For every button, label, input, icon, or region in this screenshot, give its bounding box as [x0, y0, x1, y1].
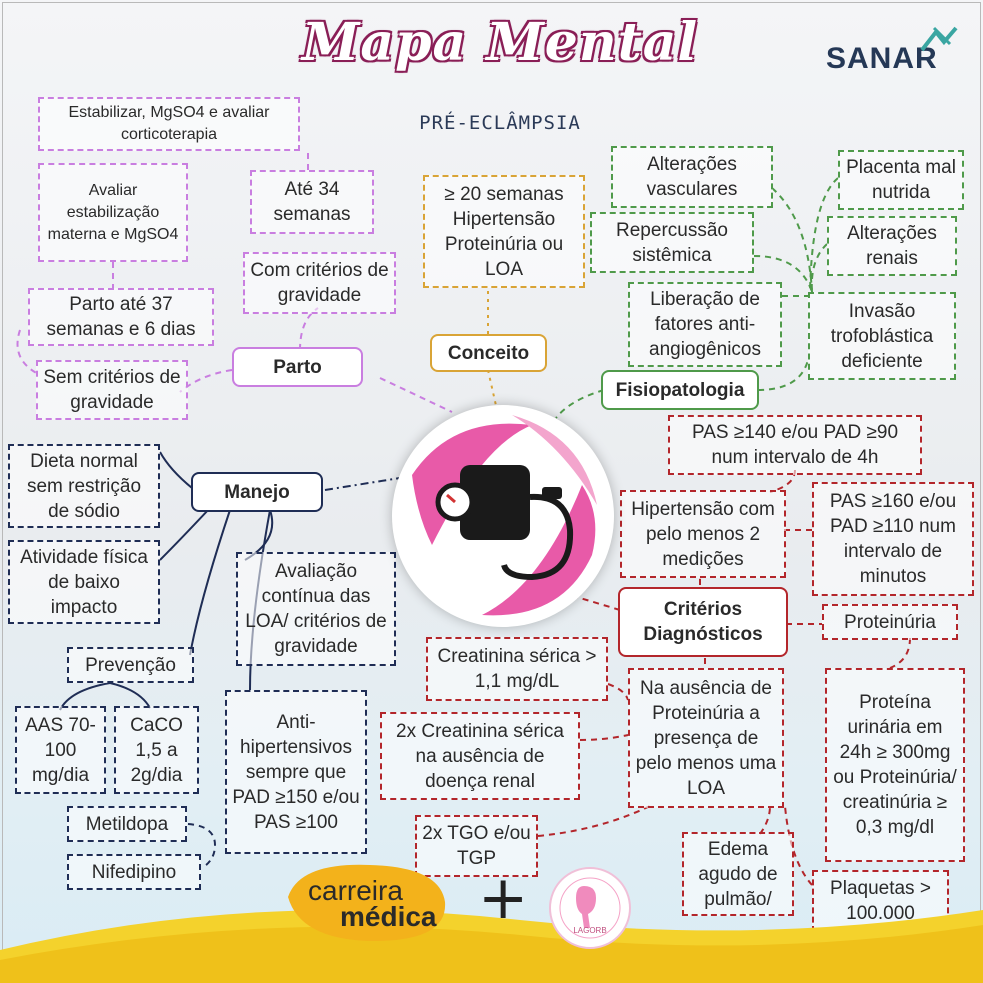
line-parto-comcriterios [299, 307, 319, 351]
node-pas-140: PAS ≥140 e/ou PAD ≥90 num intervalo de 4… [668, 415, 922, 475]
line-parto-semcriterios [179, 369, 233, 393]
branch-conceito: Conceito [430, 334, 547, 372]
lagorb-logo-text: LAGORB [573, 926, 607, 935]
line-parto37-semcriterios [16, 329, 41, 376]
line-tgo-ausencia [537, 805, 651, 837]
node-repercussao: Repercussão sistêmica [590, 212, 754, 273]
node-sem-criterios: Sem critérios de gravidade [36, 360, 188, 420]
line-criterios-hub [569, 594, 621, 611]
node-avaliacao: Avaliação contínua das LOA/ critérios de… [236, 552, 396, 666]
line-renais-invasao [810, 243, 828, 293]
node-metildopa: Metildopa [67, 806, 187, 842]
line-manejo-hub [324, 477, 401, 491]
line-fisio-hub [555, 389, 605, 419]
line-creatinina-ausencia [607, 683, 629, 701]
branch-fisiopatologia: Fisiopatologia [601, 370, 759, 410]
node-hipertensao: Hipertensão com pelo menos 2 medições [620, 490, 786, 578]
node-creatinina: Creatinina sérica > 1,1 mg/dL [426, 637, 608, 701]
line-manejo-atividade [159, 507, 211, 561]
line-parto-hub [379, 377, 453, 413]
plus-sign: + [478, 863, 529, 933]
node-parto-37: Parto até 37 semanas e 6 dias [28, 288, 214, 346]
lagorb-logo: LAGORB [548, 866, 632, 950]
node-anti-hipertensivos: Anti-hipertensivos sempre que PAD ≥150 e… [225, 690, 367, 854]
node-proteinuria: Proteinúria [822, 604, 958, 640]
node-estabilizar: Estabilizar, MgSO4 e avaliar corticotera… [38, 97, 300, 151]
node-plaquetas: Plaquetas > 100.000 [812, 870, 949, 932]
node-ausencia-proteinuria: Na ausência de Proteinúria a presença de… [628, 668, 784, 808]
line-anti-metildopa [187, 823, 217, 869]
node-conceito-definicao: ≥ 20 semanas Hipertensão Proteinúria ou … [423, 175, 585, 288]
brand-logo-icon [920, 26, 958, 52]
node-dieta: Dieta normal sem restrição de sódio [8, 444, 160, 528]
carreira-medica-logo: carreira médica [280, 857, 450, 947]
node-alteracoes-vasculares: Alterações vasculares [611, 146, 773, 208]
branch-parto: Parto [232, 347, 363, 387]
line-vasculares-invasao [771, 187, 813, 293]
line-conceito-hub [487, 369, 498, 411]
line-manejo-prevencao [189, 509, 231, 656]
node-edema: Edema agudo de pulmão/ [682, 832, 794, 916]
line-placenta-invasao [809, 177, 839, 293]
carreira-logo-line1: carreira [308, 875, 403, 906]
carreira-logo-line2: médica [340, 901, 437, 932]
node-prevencao: Prevenção [67, 647, 194, 683]
line-fisio-invasao [757, 359, 809, 391]
branch-criterios: Critérios Diagnósticos [618, 587, 788, 657]
node-ate-34-semanas: Até 34 semanas [250, 170, 374, 234]
node-avaliar: Avaliar estabilização materna e MgSO4 [38, 163, 188, 262]
line-proteinuria-proteina [889, 637, 911, 669]
carreira-medica-blob-icon [288, 864, 446, 942]
node-placenta: Placenta mal nutrida [838, 150, 964, 210]
branch-manejo: Manejo [191, 472, 323, 512]
node-liberacao: Liberação de fatores anti-angiogênicos [628, 282, 782, 367]
node-com-criterios: Com critérios de gravidade [243, 252, 396, 314]
node-aas: AAS 70-100 mg/dia [15, 706, 106, 794]
node-atividade: Atividade física de baixo impacto [8, 540, 160, 624]
line-prevencao-caco [109, 682, 151, 709]
brand-logo-text: SANAR [826, 42, 938, 75]
node-alteracoes-renais: Alterações renais [827, 216, 957, 276]
node-proteina-urinaria: Proteína urinária em 24h ≥ 300mg ou Prot… [825, 668, 965, 862]
node-tgo-tgp: 2x TGO e/ou TGP [415, 815, 538, 877]
node-pas-160: PAS ≥160 e/ou PAD ≥110 num intervalo de … [812, 482, 974, 596]
central-hub [392, 405, 614, 627]
line-creat2x-ausencia [579, 734, 629, 741]
footer-wave [0, 910, 983, 983]
page-subtitle: PRÉ-ECLÂMPSIA [419, 112, 581, 134]
node-creatinina-2x: 2x Creatinina sérica na ausência de doen… [380, 712, 580, 800]
node-caco: CaCO 1,5 a 2g/dia [114, 706, 199, 794]
line-plaquetas-ausencia [784, 805, 813, 886]
node-nifedipino: Nifedipino [67, 854, 201, 890]
node-invasao: Invasão trofoblástica deficiente [808, 292, 956, 380]
line-manejo-dieta [159, 451, 193, 489]
lagorb-seal-icon [549, 867, 631, 949]
page-title: Mapa Mental [301, 12, 699, 73]
line-repercussao-invasao [753, 255, 813, 293]
blood-pressure-monitor-icon [412, 415, 597, 616]
line-edema-ausencia [759, 805, 771, 835]
